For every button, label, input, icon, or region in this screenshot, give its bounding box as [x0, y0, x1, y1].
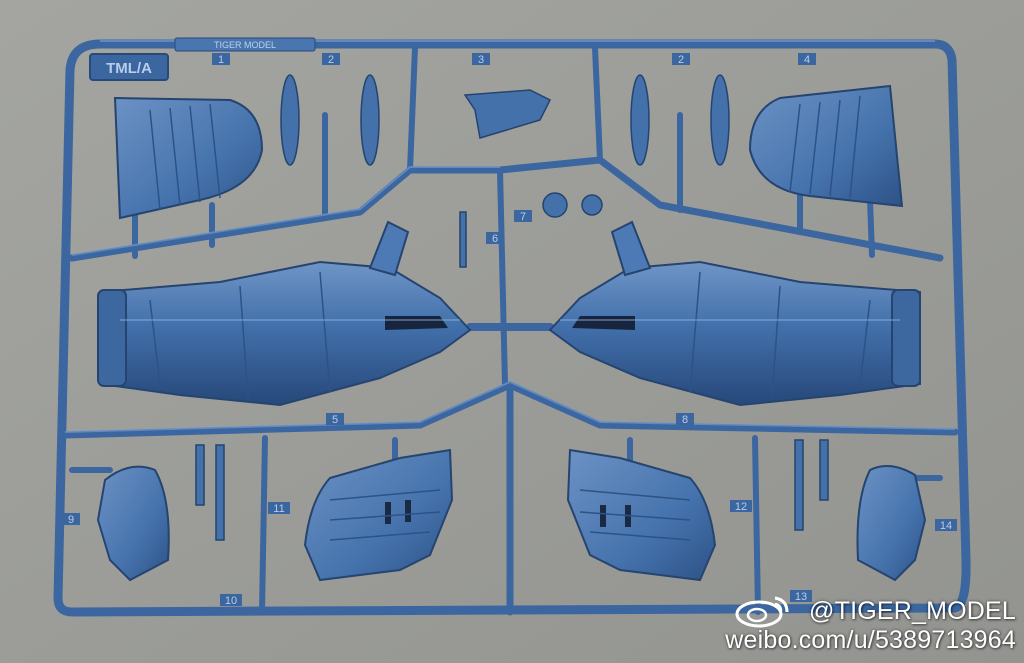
fuselage-left-half — [97, 220, 472, 407]
sprue-code-tab: TML/A TIGER MODEL — [89, 37, 316, 81]
upper-wing-part-right — [748, 84, 904, 208]
part-number-tag: 1 — [218, 54, 224, 66]
part-number-tag: 5 — [332, 414, 338, 426]
part-number-tag: 11 — [273, 503, 284, 515]
part-number-tags: 1 2 3 2 4 5 6 7 8 9 10 11 12 13 14 — [62, 53, 957, 607]
part-number-tag: 7 — [520, 211, 526, 223]
sprue-frame — [53, 39, 971, 617]
part-number-tag: 9 — [68, 514, 74, 526]
part-number-tag: 4 — [804, 54, 810, 66]
fuselage-right-half — [548, 220, 921, 407]
part-number-tag: 2 — [678, 54, 684, 66]
part-number-tag: 6 — [492, 233, 498, 245]
small-parts — [195, 74, 829, 541]
part-number-tag: 2 — [328, 54, 334, 66]
part-number-tag: 13 — [795, 591, 807, 603]
watermark-handle: @TIGER_MODEL — [809, 597, 1016, 625]
tail-fin-left — [96, 465, 170, 582]
part-number-tag: 12 — [735, 501, 747, 513]
part-number-tag: 3 — [478, 54, 484, 66]
sprue-code-label: TML/A — [106, 60, 152, 77]
part-number-tag: 14 — [940, 520, 952, 532]
lower-wing-part-right — [566, 448, 717, 582]
upper-wing-part-left — [113, 96, 264, 220]
part-number-tag: 10 — [225, 595, 237, 607]
lower-wing-part-left — [303, 448, 454, 582]
weibo-logo-icon — [735, 596, 789, 628]
watermark-url: weibo.com/u/5389713964 — [725, 626, 1016, 654]
tail-fin-right — [856, 465, 927, 582]
maker-strip-text: TIGER MODEL — [214, 40, 276, 50]
part-number-tag: 8 — [682, 414, 688, 426]
